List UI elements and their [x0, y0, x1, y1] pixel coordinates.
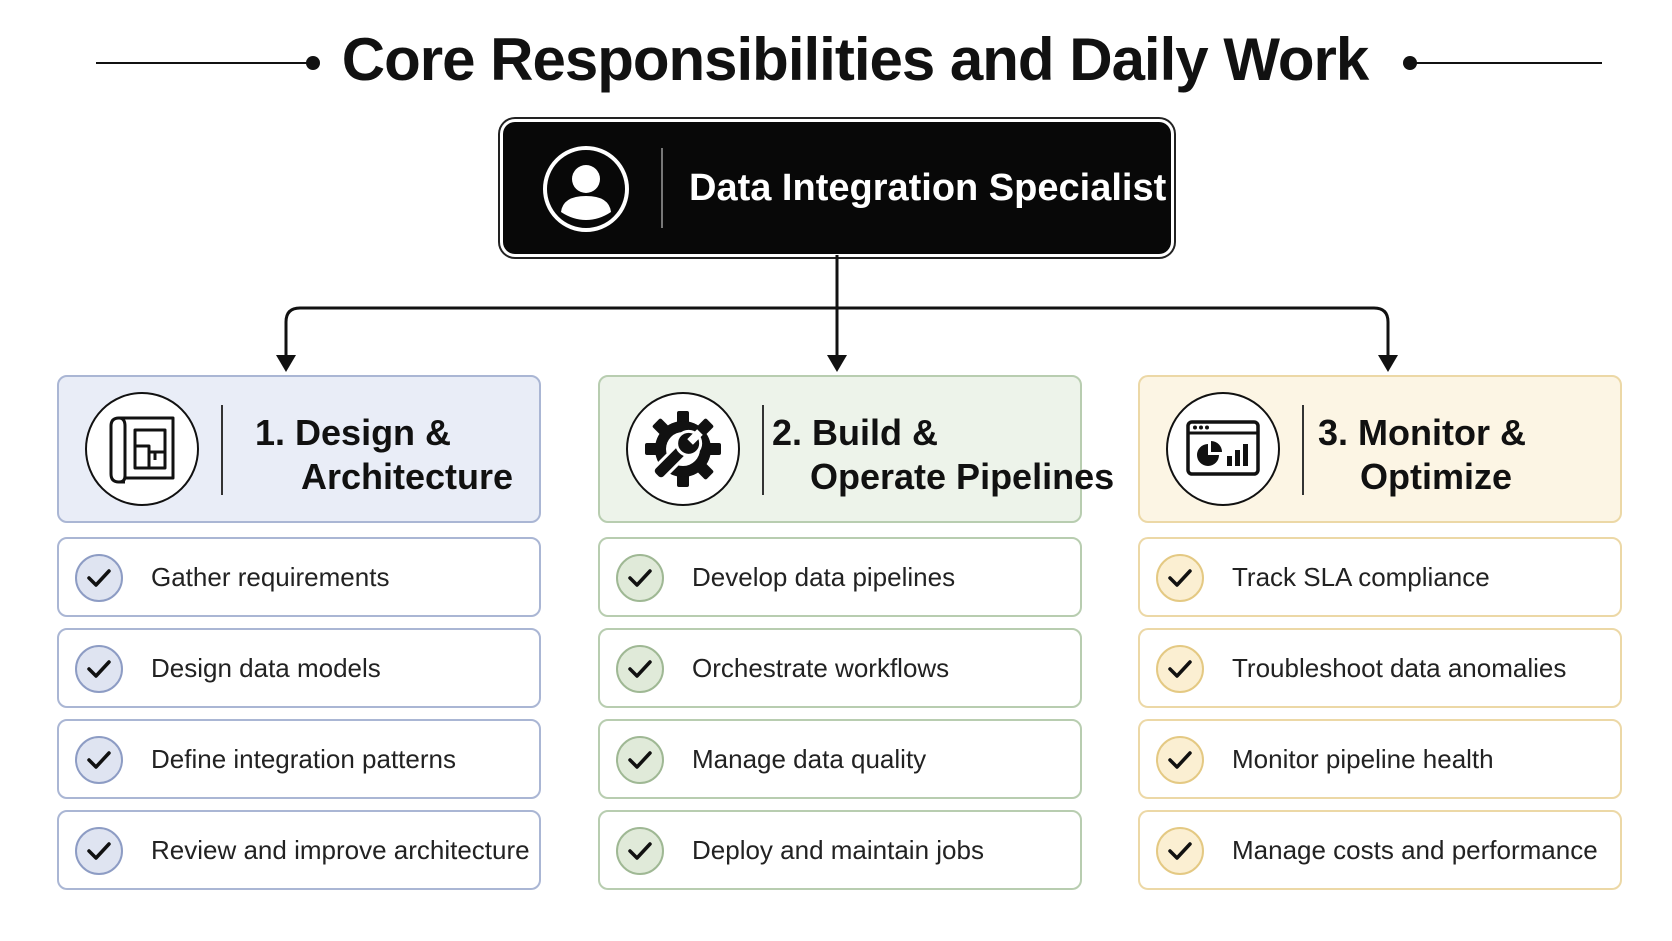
task-item: Orchestrate workflows	[598, 628, 1082, 708]
check-icon	[75, 827, 123, 875]
column-header-separator	[1302, 405, 1304, 495]
check-icon	[1156, 645, 1204, 693]
task-label: Define integration patterns	[151, 744, 456, 774]
task-item: Review and improve architecture	[57, 810, 541, 890]
task-label: Deploy and maintain jobs	[692, 835, 984, 865]
task-item: Monitor pipeline health	[1138, 719, 1622, 799]
task-label: Manage costs and performance	[1232, 835, 1598, 865]
task-label: Design data models	[151, 653, 381, 683]
dashboard-chart-icon	[1166, 392, 1280, 506]
connector-branch-right	[837, 306, 1390, 357]
column-title-line-2: Architecture	[301, 456, 514, 497]
arrowhead-left	[276, 355, 296, 372]
column-header: 3. Monitor & Optimize	[1138, 375, 1622, 523]
blueprint-icon	[85, 392, 199, 506]
title-dot-left	[306, 56, 320, 70]
column-header: 2. Build & Operate Pipelines	[598, 375, 1114, 523]
task-label: Track SLA compliance	[1232, 562, 1490, 592]
task-item: Manage costs and performance	[1138, 810, 1622, 890]
task-label: Develop data pipelines	[692, 562, 956, 592]
task-label: Review and improve architecture	[151, 835, 530, 865]
title-row: Core Responsibilities and Daily Work	[0, 20, 1672, 100]
column-title-line-1: 2. Build &	[772, 412, 939, 453]
task-label: Monitor pipeline health	[1232, 744, 1494, 774]
task-item: Design data models	[57, 628, 541, 708]
root-role-label: Data Integration Specialist	[689, 167, 1167, 209]
check-icon	[1156, 554, 1204, 602]
task-label: Troubleshoot data anomalies	[1232, 653, 1567, 683]
column-title: 2. Build & Operate Pipelines	[772, 411, 1114, 499]
user-avatar-icon	[541, 144, 631, 234]
column-title-line-2: Optimize	[1360, 456, 1513, 497]
column-title: 3. Monitor & Optimize	[1318, 411, 1526, 499]
check-icon	[1156, 827, 1204, 875]
check-icon	[75, 736, 123, 784]
column-header-separator	[762, 405, 764, 495]
root-separator	[661, 148, 663, 228]
column-header-separator	[221, 405, 223, 495]
title-rule-left	[96, 62, 312, 64]
check-icon	[616, 736, 664, 784]
column-title-line-2: Operate Pipelines	[810, 456, 1115, 497]
gear-wrench-icon	[626, 392, 740, 506]
connector-branch-left	[284, 306, 837, 357]
task-item: Deploy and maintain jobs	[598, 810, 1082, 890]
check-icon	[75, 645, 123, 693]
column-header: 1. Design & Architecture	[57, 375, 541, 523]
task-label: Orchestrate workflows	[692, 653, 950, 683]
task-item: Track SLA compliance	[1138, 537, 1622, 617]
task-item: Manage data quality	[598, 719, 1082, 799]
check-icon	[1156, 736, 1204, 784]
column-title: 1. Design & Architecture	[255, 411, 513, 499]
check-icon	[616, 645, 664, 693]
task-item: Troubleshoot data anomalies	[1138, 628, 1622, 708]
column-title-line-1: 3. Monitor &	[1318, 412, 1526, 453]
task-item: Gather requirements	[57, 537, 541, 617]
task-label: Gather requirements	[151, 562, 390, 592]
task-item: Define integration patterns	[57, 719, 541, 799]
task-item: Develop data pipelines	[598, 537, 1082, 617]
check-icon	[616, 554, 664, 602]
arrowhead-right	[1378, 355, 1398, 372]
check-icon	[616, 827, 664, 875]
page-title: Core Responsibilities and Daily Work	[341, 26, 1369, 93]
arrowhead-center	[827, 355, 847, 372]
column-title-line-1: 1. Design &	[255, 412, 452, 453]
check-icon	[75, 554, 123, 602]
title-rule-right	[1408, 62, 1602, 64]
task-label: Manage data quality	[692, 744, 927, 774]
root-role-box: Data Integration Specialist	[503, 122, 1171, 254]
